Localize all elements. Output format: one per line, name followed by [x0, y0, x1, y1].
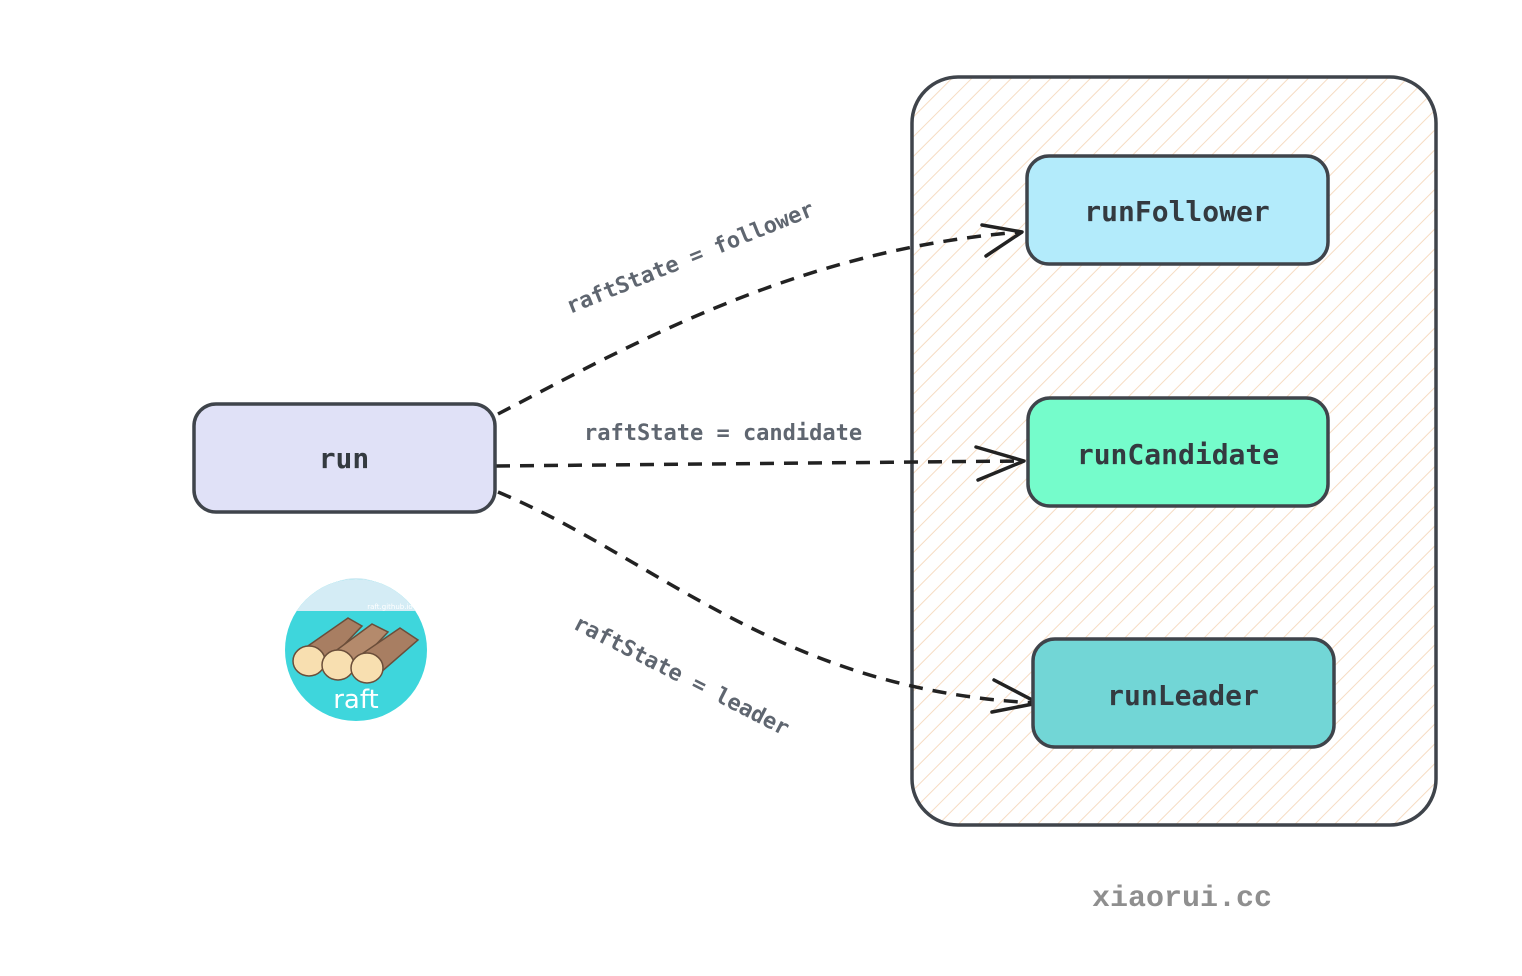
edge-leader-line	[497, 490, 1037, 705]
arrowhead-follower-icon	[980, 223, 1024, 258]
node-run-candidate-label: runCandidate	[1077, 438, 1279, 471]
watermark: xiaorui.cc	[1092, 882, 1272, 916]
node-run-candidate[interactable]: runCandidate	[1026, 396, 1330, 508]
raft-logo-text: raft	[333, 685, 379, 715]
edge-follower	[497, 223, 1024, 416]
edge-label-follower: raftState = follower	[563, 197, 818, 319]
node-run-follower[interactable]: runFollower	[1025, 154, 1330, 266]
edge-label-candidate: raftState = candidate	[584, 421, 862, 446]
raft-logo-icon: raft.github.io raft	[285, 578, 427, 721]
edge-follower-line	[497, 230, 1021, 416]
edge-candidate	[495, 445, 1026, 482]
raft-logo-url: raft.github.io	[367, 603, 412, 611]
node-run[interactable]: run	[192, 402, 497, 514]
node-run-leader[interactable]: runLeader	[1031, 637, 1336, 749]
node-run-label: run	[319, 442, 370, 475]
node-run-follower-label: runFollower	[1084, 195, 1269, 228]
edge-candidate-line	[495, 459, 1023, 468]
node-run-leader-label: runLeader	[1107, 679, 1259, 712]
arrowhead-candidate-icon	[974, 445, 1026, 482]
